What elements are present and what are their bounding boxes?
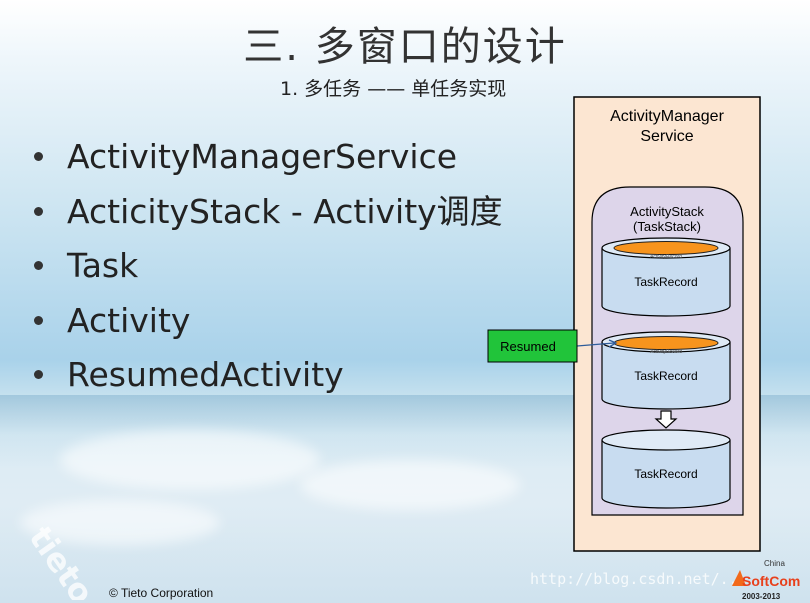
- activity-record-caption: ActivityRecord: [650, 349, 682, 355]
- bullet-text: ResumedActivity: [67, 355, 344, 394]
- slide-title: 三. 多窗口的设计: [243, 24, 567, 70]
- stack-label: ActivityStack: [630, 204, 704, 219]
- bullet-dot-icon: [34, 261, 43, 270]
- logo-years-text: 2003-2013: [742, 592, 781, 601]
- bullet-dot-icon: [34, 370, 43, 379]
- bullet-item: Task: [34, 244, 503, 299]
- activity-record-disc: [613, 336, 719, 350]
- bullet-dot-icon: [34, 152, 43, 161]
- tieto-logo-icon: tieto: [21, 520, 101, 600]
- resumed-connector: [576, 342, 615, 347]
- copyright-text: © Tieto Corporation: [109, 586, 214, 600]
- bullet-item: Activity: [34, 299, 503, 354]
- down-arrow-icon: [654, 410, 678, 429]
- bullet-text: ActivityManagerService: [67, 137, 458, 176]
- bullet-item: ResumedActivity: [34, 353, 503, 408]
- cloud: [20, 500, 220, 545]
- resumed-label: Resumed: [500, 339, 556, 354]
- activity-record-caption: ActivityRecord: [650, 254, 682, 260]
- logo-top-text: China: [764, 559, 785, 568]
- logo-flame-icon: [732, 570, 746, 586]
- service-label: Service: [640, 128, 693, 145]
- bullet-list: ActivityManagerService ActicityStack - A…: [34, 135, 503, 408]
- bullet-text: ActicityStack - Activity调度: [67, 191, 503, 231]
- task-record-cylinder: TaskRecord: [601, 429, 731, 509]
- task-record-cylinder: ActivityRecord TaskRecord: [601, 331, 731, 410]
- task-record-cylinder: ActivityRecord TaskRecord: [601, 237, 731, 317]
- bullet-text: Activity: [67, 300, 191, 340]
- cloud: [60, 430, 320, 490]
- bullet-text: Task: [67, 246, 139, 285]
- bullet-item: ActicityStack - Activity调度: [34, 190, 503, 245]
- tieto-logo-text: tieto: [21, 520, 101, 600]
- resumed-box: [487, 329, 578, 363]
- logo-main-text: SoftCom: [742, 573, 800, 589]
- task-record-label: TaskRecord: [634, 467, 697, 481]
- arrow-head-icon: [608, 339, 618, 348]
- stack-label: (TaskStack): [633, 219, 701, 234]
- task-record-label: TaskRecord: [634, 369, 697, 383]
- watermark-text: http://blog.csdn.net/...: [530, 570, 747, 588]
- bullet-dot-icon: [34, 315, 43, 325]
- cloud: [300, 460, 520, 510]
- task-record-label: TaskRecord: [634, 275, 697, 289]
- bullet-dot-icon: [34, 206, 43, 216]
- softcom-logo-icon: China SoftCom 2003-2013: [732, 559, 800, 601]
- activity-record-disc: [613, 241, 719, 255]
- bullet-item: ActivityManagerService: [34, 135, 503, 190]
- slide-subtitle: 1. 多任务 —— 单任务实现: [280, 78, 507, 100]
- service-label: ActivityManager: [610, 108, 724, 125]
